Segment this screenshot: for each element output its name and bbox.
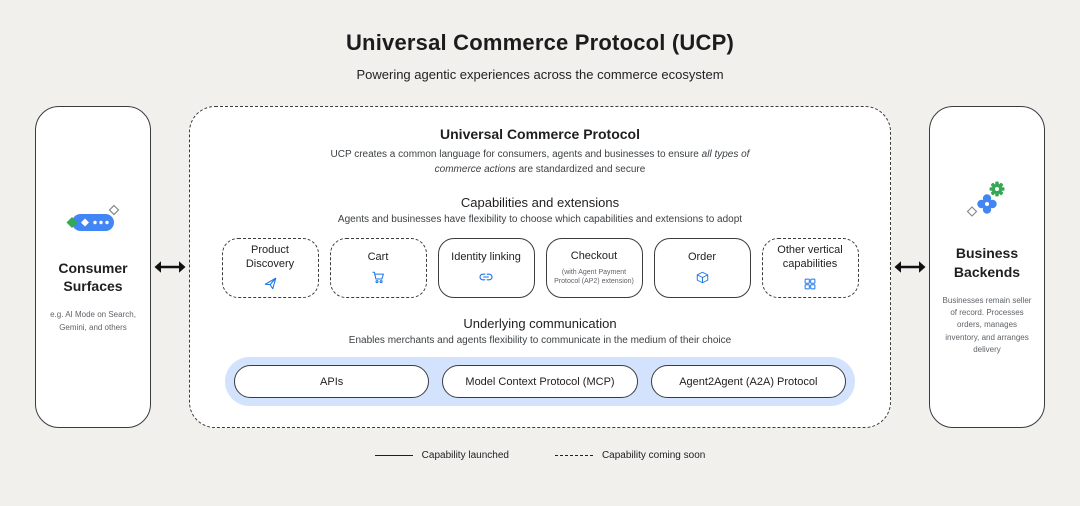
communication-subtitle: Enables merchants and agents flexibility… [348,335,732,346]
legend-launched-label: Capability launched [421,450,509,461]
cart-icon [371,269,386,285]
business-backends-panel: Business Backends Businesses remain sell… [929,106,1045,428]
solid-line-sample [374,455,413,456]
capabilities-subtitle: Agents and businesses have flexibility t… [337,214,743,225]
diagram-header: Universal Commerce Protocol (UCP) Poweri… [0,30,1080,82]
ucp-description-pre: UCP creates a common language for consum… [330,149,702,160]
consumer-surfaces-panel: Consumer Surfaces e.g. AI Mode on Search… [35,106,151,428]
protocol-a2a: Agent2Agent (A2A) Protocol [650,365,846,398]
capability-order: Order [653,238,751,298]
capabilities-row: Product Discovery Cart [218,238,862,298]
capability-label: Other vertical capabilities [777,244,843,270]
left-bidirectional-arrow [151,106,189,428]
diagram-body: Consumer Surfaces e.g. AI Mode on Search… [0,106,1080,428]
send-icon [263,276,278,292]
capability-checkout: Checkout (with Agent Payment Protocol (A… [545,238,643,298]
ucp-container: Universal Commerce Protocol UCP creates … [189,106,891,428]
capability-other-vertical: Other vertical capabilities [761,238,859,298]
ucp-description-italic: all types of commerce actions [434,149,750,175]
consumer-surfaces-title: Consumer Surfaces [58,259,128,295]
capability-label: Cart [367,250,389,263]
business-backends-icon [959,177,1015,230]
page-title: Universal Commerce Protocol (UCP) [345,30,735,55]
consumer-surfaces-note: e.g. AI Mode on Search, Gemini, and othe… [50,310,136,332]
business-backends-note: Businesses remain seller of record. Proc… [942,295,1032,355]
box-icon [695,269,710,285]
capability-label: Product Discovery [245,244,295,270]
legend: Capability launched Capability coming so… [0,450,1080,461]
legend-coming-soon-label: Capability coming soon [601,450,706,461]
ucp-description-post: are standardized and secure [515,163,646,175]
protocol-apis: APIs [234,365,430,398]
legend-item-launched: Capability launched [374,450,509,461]
consumer-surfaces-icon [62,200,124,245]
capability-product-discovery: Product Discovery [221,238,319,298]
grid-icon [803,276,817,292]
capability-cart: Cart [329,238,427,298]
communication-container: APIs Model Context Protocol (MCP) Agent2… [225,357,855,406]
protocol-mcp: Model Context Protocol (MCP) [442,365,638,398]
capability-sublabel: (with Agent Payment Protocol (AP2) exten… [554,269,634,286]
ucp-title: Universal Commerce Protocol [440,126,640,142]
capability-label: Order [687,250,717,263]
capability-identity-linking: Identity linking [437,238,535,298]
capability-label: Identity linking [451,250,521,263]
dotted-line-sample [554,455,593,456]
legend-item-coming-soon: Capability coming soon [554,450,706,461]
right-bidirectional-arrow [891,106,929,428]
capability-label: Checkout [570,249,618,262]
communication-title: Underlying communication [463,316,617,331]
ucp-description: UCP creates a common language for consum… [320,148,760,177]
page-subtitle: Powering agentic experiences across the … [356,67,724,82]
business-backends-title: Business Backends [953,245,1021,280]
link-icon [478,269,494,285]
capabilities-title: Capabilities and extensions [460,195,620,210]
